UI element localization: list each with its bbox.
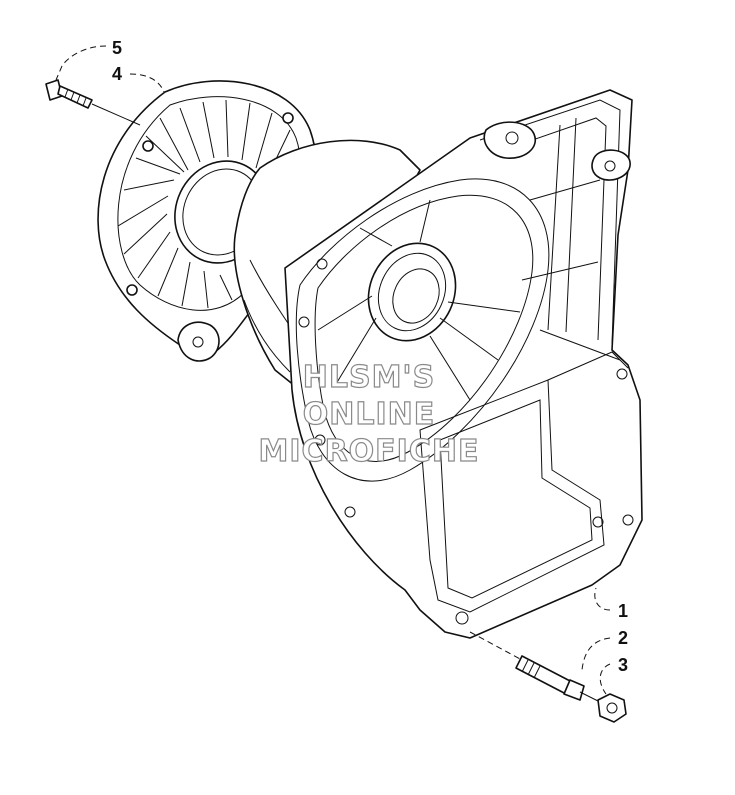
callout-5-label: 5 xyxy=(112,38,122,58)
stud-part xyxy=(469,631,601,703)
watermark-line-1: HLSM'S xyxy=(303,360,435,395)
nut-part xyxy=(597,693,627,723)
callout-4: 4 xyxy=(112,64,165,93)
callout-1: 1 xyxy=(594,587,628,621)
screw-part xyxy=(45,79,141,126)
callout-2: 2 xyxy=(581,628,628,671)
callout-5: 5 xyxy=(55,38,122,81)
callout-3-label: 3 xyxy=(618,655,628,675)
watermark-line-3: MICROFICHE xyxy=(259,434,480,469)
callout-4-label: 4 xyxy=(112,64,122,84)
fan-housing-part xyxy=(233,89,643,639)
callout-1-label: 1 xyxy=(618,601,628,621)
watermark: HLSM'S ONLINE MICROFICHE xyxy=(258,359,480,469)
callout-2-label: 2 xyxy=(618,628,628,648)
watermark-line-2: ONLINE xyxy=(303,397,436,432)
callout-3: 3 xyxy=(599,655,628,695)
